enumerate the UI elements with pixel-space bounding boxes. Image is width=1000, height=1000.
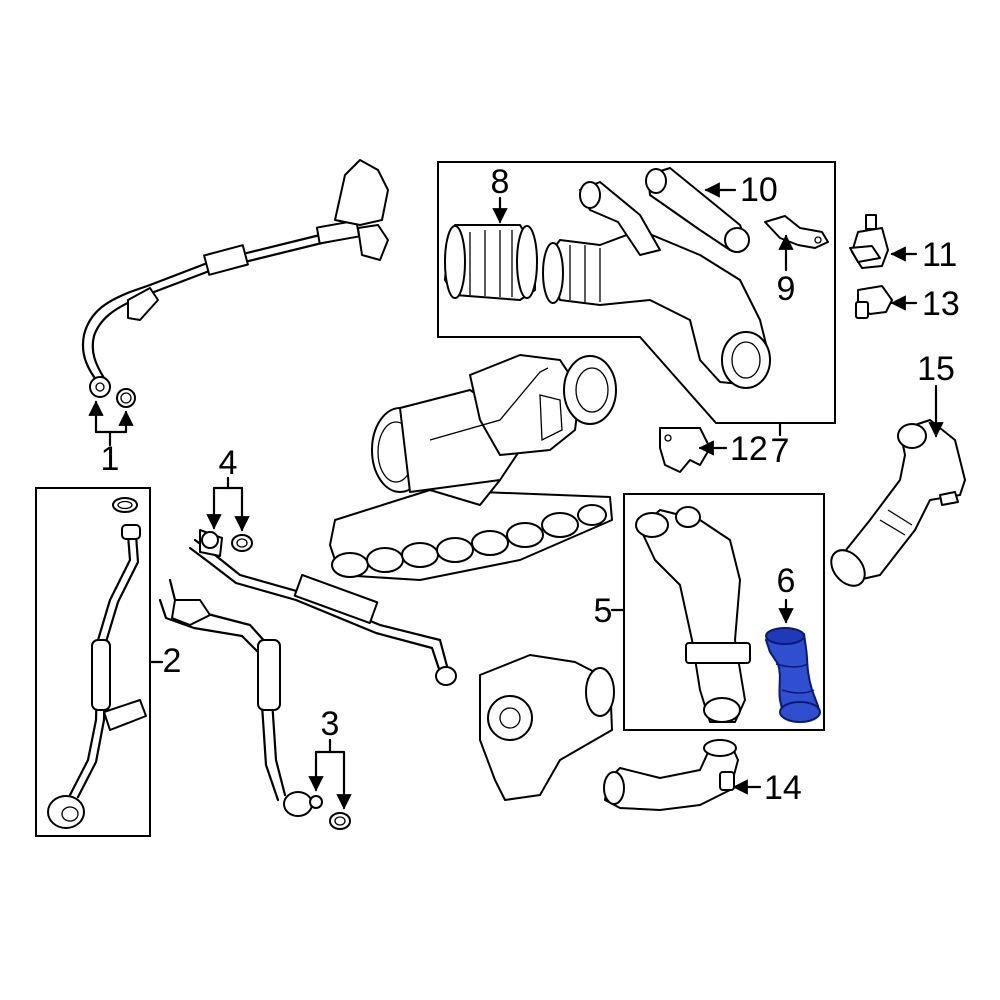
turbocharger-assembly[interactable] (329, 354, 617, 581)
callout-labels: 1 2 3 4 5 6 7 8 9 10 11 12 13 14 15 (101, 163, 960, 807)
group-box-7 (437, 161, 836, 424)
callout-4: 4 (219, 444, 238, 482)
intake-hose-6-highlighted[interactable] (764, 627, 821, 723)
hose-10[interactable] (645, 167, 750, 253)
callout-14: 14 (764, 769, 802, 807)
callout-13: 13 (922, 285, 960, 323)
sensor-12[interactable] (659, 427, 711, 473)
coolant-pump[interactable] (479, 654, 615, 801)
callout-7: 7 (771, 432, 790, 470)
callout-5: 5 (594, 592, 613, 630)
oil-feed-line-1[interactable] (81, 159, 389, 408)
sensor-11[interactable] (849, 214, 889, 269)
leader-lines (88, 182, 944, 810)
callout-9: 9 (777, 270, 796, 308)
seal-washer-4[interactable] (201, 531, 253, 552)
oil-return-line-2[interactable] (47, 497, 147, 829)
callout-15: 15 (917, 350, 955, 388)
callout-8: 8 (491, 163, 510, 201)
oil-line-3-4[interactable] (158, 529, 457, 817)
group-box-5 (623, 493, 825, 731)
callout-11: 11 (922, 236, 957, 274)
callout-10: 10 (740, 171, 778, 209)
callout-12: 12 (730, 430, 768, 468)
sensor-13[interactable] (855, 285, 893, 319)
charge-air-pipe-7[interactable] (542, 181, 771, 389)
hose-15[interactable] (824, 419, 966, 592)
coolant-hose-14[interactable] (603, 739, 739, 811)
callout-6: 6 (777, 562, 796, 600)
intake-duct-5[interactable] (635, 506, 751, 723)
callout-3: 3 (321, 705, 340, 743)
seal-washer-3[interactable] (309, 795, 351, 830)
callout-1: 1 (101, 440, 120, 478)
bracket-9[interactable] (764, 215, 829, 249)
intake-pipe-8[interactable] (444, 224, 538, 301)
callout-2: 2 (163, 642, 182, 680)
